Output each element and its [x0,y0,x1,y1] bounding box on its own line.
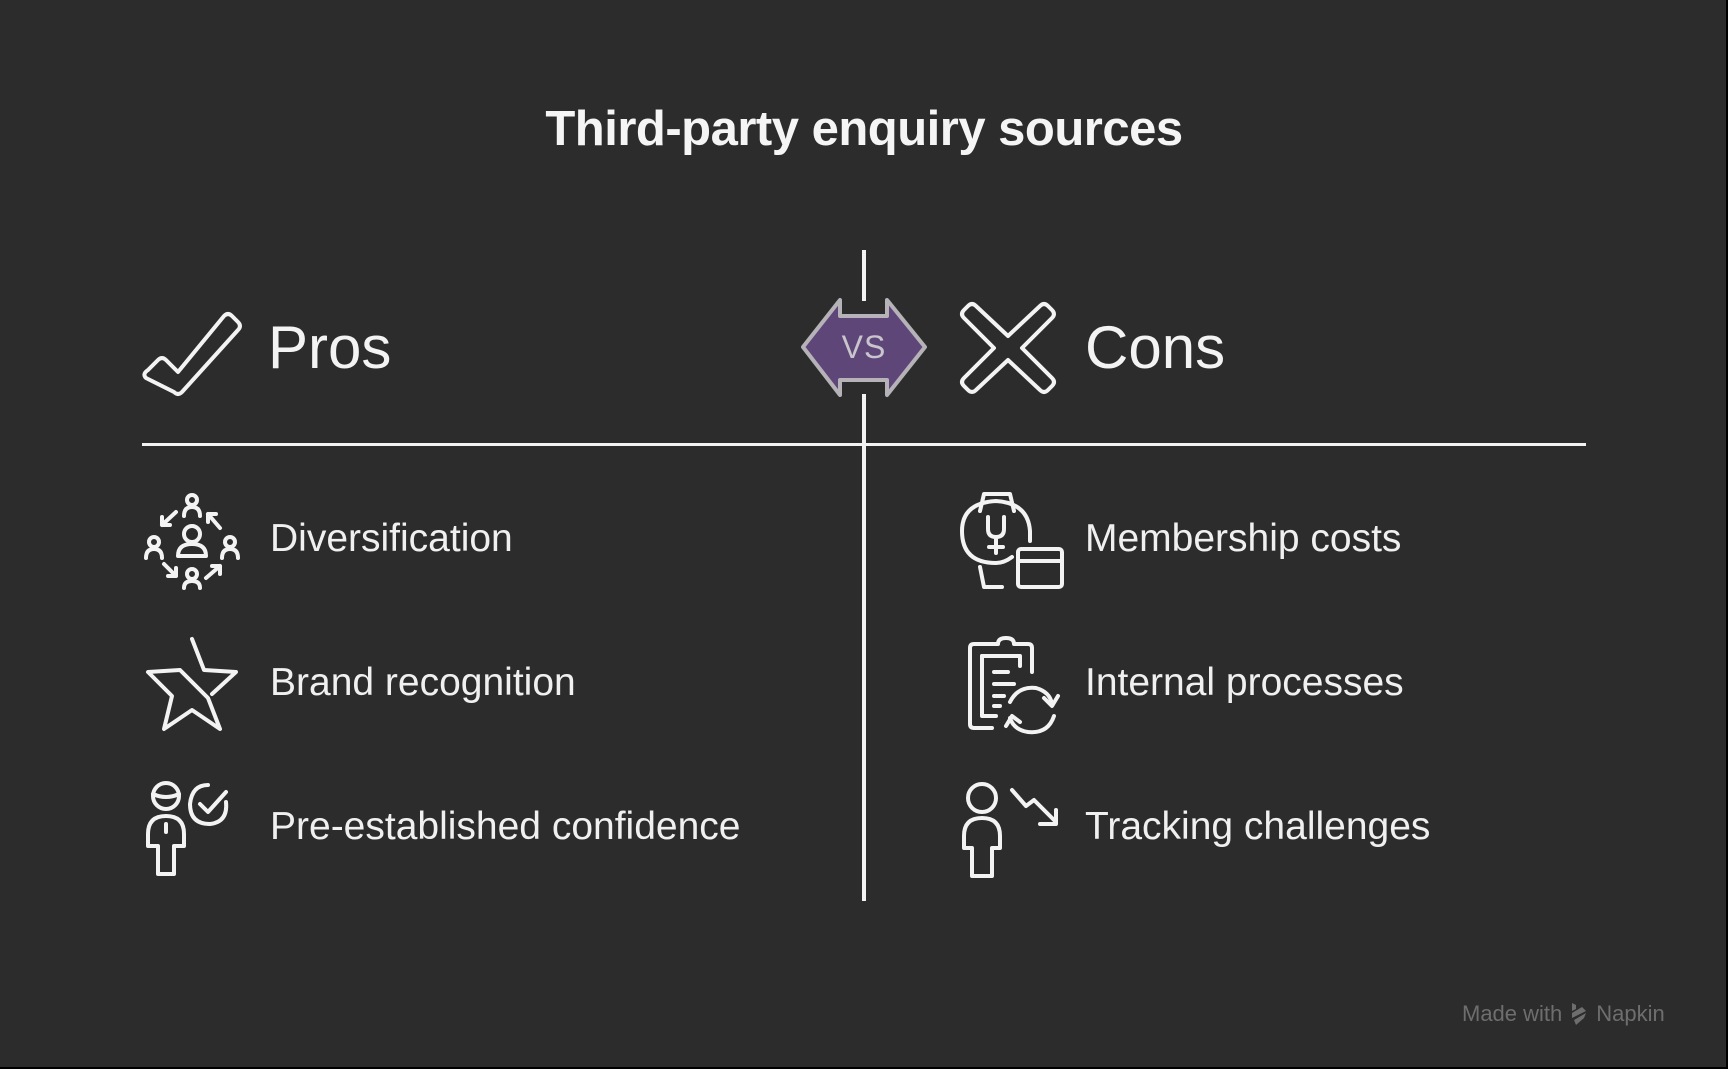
vs-label: VS [841,329,887,365]
cons-heading: Cons [1085,314,1226,381]
cons-item-membership-costs: Membership costs [1085,517,1402,560]
person-check-icon [146,781,229,876]
made-with-label: Made with [1462,1001,1563,1026]
cons-item-internal-processes: Internal processes [1085,661,1404,704]
checkmark-icon [142,312,242,396]
horizontal-divider [142,443,1586,446]
x-cross-icon [960,302,1056,394]
made-with-napkin-footer[interactable]: Made with Napkin [1462,996,1665,1032]
people-cycle-icon [144,493,240,590]
vertical-divider-bottom [862,394,866,901]
vertical-divider-top [862,250,866,301]
pros-heading: Pros [268,314,392,381]
clipboard-refresh-icon [968,636,1060,735]
watch-card-icon [960,492,1064,589]
vs-double-arrow-icon [801,298,927,397]
napkin-logo-icon [1572,1003,1587,1025]
pros-item-brand-recognition: Brand recognition [270,661,576,704]
pros-item-diversification: Diversification [270,517,513,560]
star-icon [146,637,238,731]
napkin-brand-label: Napkin [1596,1001,1665,1026]
diagram-title: Third-party enquiry sources [545,102,1183,156]
person-trend-down-icon [962,782,1058,878]
cons-item-tracking-challenges: Tracking challenges [1085,805,1431,848]
pros-item-pre-established-confidence: Pre-established confidence [270,805,741,848]
